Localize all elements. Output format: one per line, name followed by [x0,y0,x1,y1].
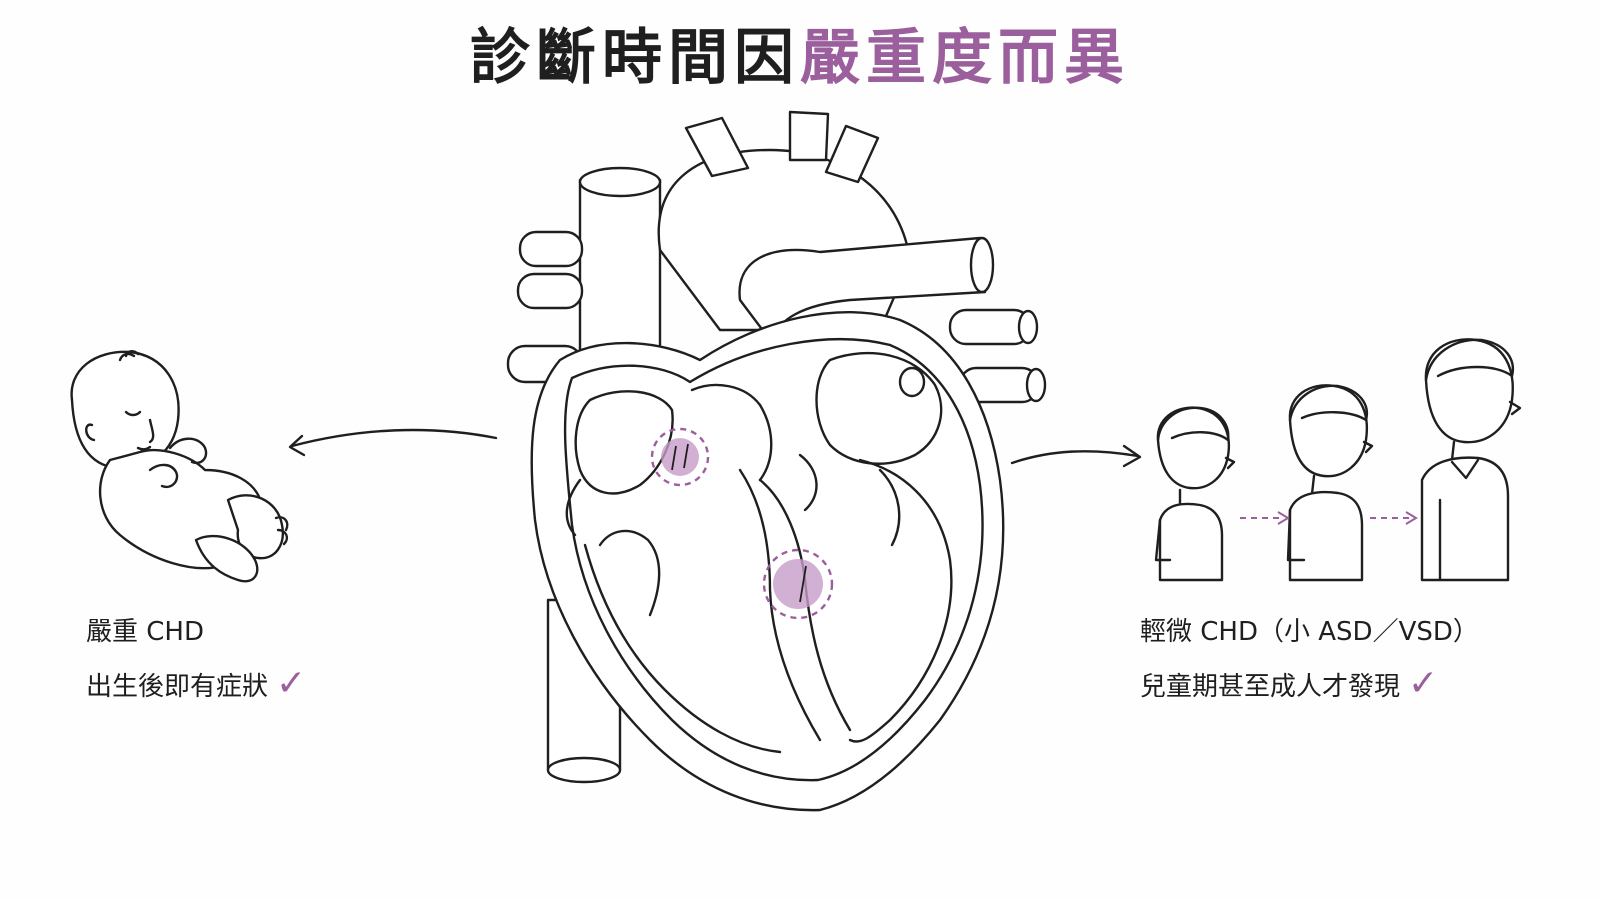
teen-boy-icon [1286,384,1374,582]
left-ventricle-wall [848,458,953,743]
arrow-to-baby [288,428,498,457]
asd-defect-marker [650,427,710,487]
mild-chd-symptom-row: 兒童期甚至成人才發現✓ [1140,658,1479,713]
heart-illustration [506,110,1047,812]
growth-arrow-1 [1240,511,1290,525]
newborn-baby-icon [70,350,289,583]
severe-chd-symptom-row: 出生後即有症狀✓ [86,658,306,713]
vena-cava-bottom-opening [546,756,622,784]
right-ventricle-wall [583,543,782,754]
tricuspid-leaflet [598,529,661,617]
atrium-fold [565,478,582,537]
right-atrium [574,390,674,495]
severe-chd-label: 嚴重 CHD [86,617,204,647]
check-icon: ✓ [1408,663,1439,704]
check-icon: ✓ [276,663,307,704]
vena-cava-opening [578,166,662,198]
severe-chd-caption: 嚴重 CHD 出生後即有症狀✓ [86,606,306,713]
heart-inner-wall [563,338,984,782]
heart-body [530,310,1005,812]
severe-chd-symptom: 出生後即有症狀 [86,672,269,702]
pulmonary-opening [969,236,995,294]
adult-man-icon [1420,338,1522,582]
left-atrium [815,351,943,465]
title-main: 診斷時間因 [470,23,800,93]
arrow-to-children [1010,444,1142,468]
ventricular-septum-right [738,468,822,742]
papillary-muscle [798,453,818,512]
aortic-branch-1 [684,116,750,178]
growth-arrow-2 [1370,511,1418,525]
aortic-branch-2 [788,110,830,162]
mild-chd-discovery: 兒童期甚至成人才發現 [1140,672,1401,702]
mild-chd-caption: 輕微 CHD（小 ASD／VSD） 兒童期甚至成人才發現✓ [1140,606,1479,713]
vsd-defect-marker [762,548,834,620]
title-accent: 嚴重度而異 [800,23,1130,93]
page-title: 診斷時間因嚴重度而異 [0,18,1600,98]
atrial-septum [690,383,773,482]
pulmonary-vein-left-1 [518,230,584,268]
vein-opening-1 [1017,309,1039,345]
vein-opening-2 [1025,367,1047,403]
mild-chd-label: 輕微 CHD（小 ASD／VSD） [1140,617,1479,647]
child-boy-icon [1154,406,1236,582]
atrium-opening [898,366,926,398]
mitral-leaflet [878,468,901,547]
pulmonary-vein-left-2 [516,272,584,310]
aortic-branch-3 [824,124,880,184]
